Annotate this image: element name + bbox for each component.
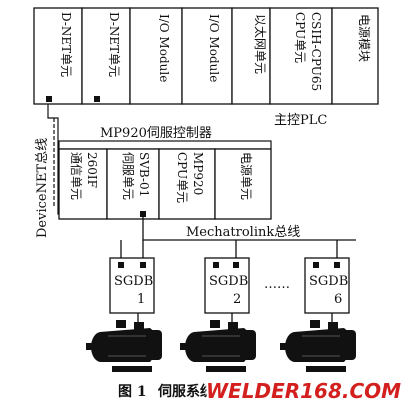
comm-line-2: 260IF <box>85 152 99 188</box>
plc-module-label: D-NET单元 <box>59 12 73 77</box>
controller-unit-power <box>214 148 272 220</box>
plc-module-dnet-2 <box>81 7 131 105</box>
plc-module-power <box>331 7 379 105</box>
controller-unit-label: 电源单元 <box>239 152 253 200</box>
drive-index: 2 <box>233 292 241 307</box>
plc-module-cpu <box>269 7 333 105</box>
plc-rack <box>33 7 379 105</box>
mechatrolink-label: Mechatrolink总线 <box>186 225 300 240</box>
controller-title: MP920伺服控制器 <box>100 126 212 141</box>
dnet-port-2 <box>94 96 100 102</box>
plc-module-label: I/O Module <box>157 14 171 82</box>
controller-unit-servo <box>106 148 160 220</box>
plc-module-label: I/O Module <box>207 14 221 82</box>
plc-module-label: D-NET单元 <box>107 12 121 77</box>
plc-module-dnet-1 <box>33 7 83 105</box>
drive-model: SGDB <box>309 274 348 289</box>
drive-model: SGDB <box>114 274 153 289</box>
servo-drive-1: SGDB 1 <box>109 257 155 314</box>
controller-rack <box>58 148 272 220</box>
mechatrolink-port <box>140 211 146 217</box>
plc-module-ethernet <box>231 7 271 105</box>
controller-unit-label: CPU单元 MP920 <box>175 152 205 207</box>
figure-caption: 伺服系统 <box>157 383 214 400</box>
cpu-line-2: MP920 <box>191 152 205 195</box>
controller-top-rail <box>58 140 272 150</box>
plc-module-io-2 <box>181 7 233 105</box>
plc-module-label: 以太网单元 <box>253 14 268 74</box>
drive-ellipsis: …… <box>264 277 290 292</box>
controller-unit-cpu <box>158 148 216 220</box>
controller-unit-label: 通信单元 260IF <box>69 152 99 204</box>
servo-line-1: 伺服单元 <box>121 152 135 200</box>
dnet-port-1 <box>46 96 52 102</box>
servo-drive-3: SGDB 6 <box>304 257 350 314</box>
figure-number: 图 1 <box>118 384 147 400</box>
drive-index: 1 <box>137 292 145 307</box>
servo-motor-2 <box>180 320 256 372</box>
drive-model: SGDB <box>209 274 248 289</box>
plc-module-label: 电源模块 <box>357 14 371 62</box>
devicenet-label: DeviceNET总线 <box>35 138 50 238</box>
plc-cpu-line-1: CPU单元 <box>293 12 307 63</box>
servo-drive-2: SGDB 2 <box>204 257 250 314</box>
servo-motor-3 <box>280 320 356 372</box>
watermark: WELDER168.COM <box>206 379 401 403</box>
plc-label: 主控PLC <box>274 113 327 128</box>
controller-unit-label: 伺服单元 SVB-01 <box>121 152 151 204</box>
watermark-outline: WELDER168.COM <box>206 379 401 403</box>
cpu-line-1: CPU单元 <box>175 152 189 203</box>
plc-module-io-1 <box>129 7 183 105</box>
servo-line-2: SVB-01 <box>137 152 151 197</box>
servo-motor-1 <box>86 320 162 372</box>
plc-cpu-line-2: CSIH-CPU65 <box>309 12 323 91</box>
controller-unit-comm <box>58 148 108 220</box>
drive-index: 6 <box>334 292 342 307</box>
plc-module-label: CPU单元 CSIH-CPU65 <box>293 12 323 91</box>
comm-line-1: 通信单元 <box>69 152 83 200</box>
